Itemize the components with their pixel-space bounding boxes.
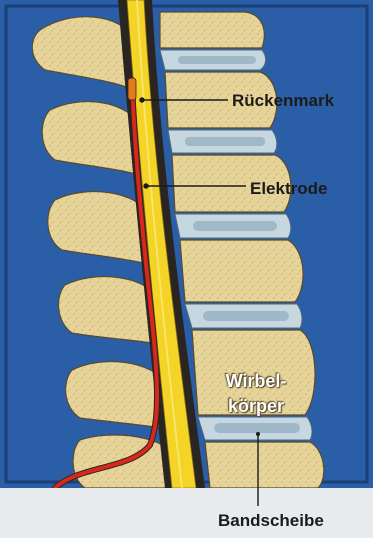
label-wirbelkoerper-line2: körper bbox=[206, 397, 306, 415]
label-wirbelkoerper-line1: Wirbel- bbox=[206, 372, 306, 390]
label-bandscheibe: Bandscheibe bbox=[218, 512, 324, 529]
label-rueckenmark: Rückenmark bbox=[232, 92, 334, 109]
label-elektrode: Elektrode bbox=[250, 180, 327, 197]
